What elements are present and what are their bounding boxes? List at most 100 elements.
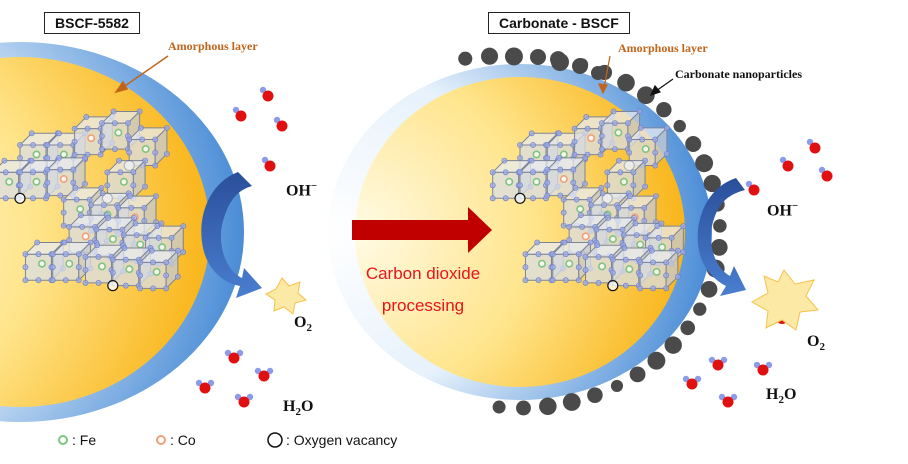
lattice-oxygen-dot bbox=[94, 242, 101, 249]
lattice-oxygen-dot bbox=[595, 254, 602, 260]
lattice-oxygen-dot bbox=[99, 190, 106, 197]
lattice-oxygen-dot bbox=[566, 223, 573, 230]
lattice-oxygen-dot bbox=[70, 179, 77, 186]
process-line-2: processing bbox=[381, 296, 465, 315]
b-site-dot bbox=[119, 177, 128, 186]
lattice-oxygen-dot bbox=[127, 193, 133, 199]
hydrogen-atom bbox=[236, 349, 244, 357]
lattice-oxygen-dot bbox=[109, 256, 116, 263]
lattice-oxygen-dot bbox=[556, 130, 562, 137]
b-site-dot bbox=[59, 175, 68, 184]
process-line-1: Carbon dioxide bbox=[365, 264, 481, 283]
lattice-oxygen-dot bbox=[642, 157, 648, 164]
lattice-oxygen-dot bbox=[141, 217, 148, 224]
b-site-dot bbox=[32, 150, 41, 159]
lattice-oxygen-dot bbox=[99, 133, 105, 140]
lattice-oxygen-dot bbox=[174, 273, 181, 280]
oxygen-atom bbox=[264, 160, 276, 172]
hydrogen-atom bbox=[730, 393, 738, 401]
lattice-oxygen-dot bbox=[587, 239, 594, 246]
lattice-oxygen-dot bbox=[650, 259, 657, 266]
lattice-oxygen-dot bbox=[28, 157, 35, 164]
hydrogen-atom bbox=[753, 361, 761, 369]
lattice-oxygen-dot bbox=[566, 236, 573, 243]
lattice-oxygen-dot bbox=[560, 196, 567, 203]
lattice-oxygen-dot bbox=[163, 150, 170, 157]
lattice-oxygen-dot bbox=[84, 125, 91, 132]
lattice-oxygen-dot bbox=[120, 232, 127, 238]
lattice-oxygen-dot bbox=[28, 130, 35, 137]
lattice-oxygen-dot bbox=[641, 217, 648, 224]
lattice-oxygen-dot bbox=[571, 125, 578, 132]
lattice-oxygen-dot bbox=[680, 249, 687, 256]
legend-co-label: : Co bbox=[170, 432, 196, 448]
hydrogen-atom bbox=[745, 180, 753, 188]
lattice-oxygen-dot bbox=[489, 169, 496, 176]
lattice-oxygen-dot bbox=[99, 146, 105, 153]
lattice-oxygen-dot bbox=[502, 169, 509, 176]
carbonate-particle bbox=[685, 135, 702, 153]
left-h2o-label: H2O bbox=[283, 398, 313, 418]
lattice-oxygen-dot bbox=[557, 142, 564, 148]
lattice-oxygen-dot bbox=[620, 232, 627, 238]
oxygen-atom bbox=[748, 184, 760, 196]
lattice-oxygen-dot bbox=[575, 251, 582, 258]
carbonate-particle bbox=[551, 53, 569, 71]
lattice-oxygen-dot bbox=[75, 264, 82, 271]
lattice-oxygen-dot bbox=[180, 249, 187, 256]
right-h2o-label: H2O bbox=[766, 386, 796, 406]
lattice-oxygen-dot bbox=[502, 195, 509, 202]
lattice-oxygen-dot bbox=[142, 234, 149, 241]
b-site-dot bbox=[114, 128, 123, 137]
lattice-oxygen-dot bbox=[517, 155, 523, 161]
oxygen-vacancy bbox=[514, 192, 526, 204]
lattice-oxygen-dot bbox=[152, 149, 159, 156]
lattice-oxygen-dot bbox=[605, 215, 612, 221]
oxygen-atom bbox=[262, 90, 274, 102]
lattice-cube-face bbox=[546, 169, 574, 197]
oxygen-vacancy bbox=[107, 280, 119, 292]
b-site-dot bbox=[76, 205, 85, 214]
lattice-oxygen-dot bbox=[122, 256, 129, 263]
right-o2-sub: 2 bbox=[819, 341, 825, 354]
lattice-oxygen-dot bbox=[137, 272, 144, 279]
lattice-oxygen-dot bbox=[131, 215, 138, 221]
lattice-oxygen-dot bbox=[82, 254, 89, 260]
left-o2-sub: 2 bbox=[306, 322, 312, 335]
lattice-oxygen-dot bbox=[153, 193, 159, 199]
lattice-oxygen-dot bbox=[132, 220, 139, 227]
right-o2-text: O bbox=[807, 333, 820, 350]
lattice-oxygen-dot bbox=[612, 146, 618, 153]
lattice-oxygen-dot bbox=[582, 154, 588, 161]
oxygen-vacancy bbox=[14, 192, 26, 204]
carbonate-particle bbox=[664, 336, 682, 354]
lattice-oxygen-dot bbox=[489, 182, 496, 189]
lattice-oxygen-dot bbox=[582, 254, 589, 260]
lattice-oxygen-dot bbox=[70, 166, 77, 173]
left-o2-star bbox=[265, 277, 308, 315]
hydrogen-atom bbox=[195, 379, 203, 387]
carbonate-particle bbox=[492, 400, 506, 414]
lattice-oxygen-dot bbox=[680, 223, 687, 230]
lattice-oxygen-dot bbox=[642, 183, 648, 190]
lattice-oxygen-dot bbox=[560, 222, 567, 229]
lattice-oxygen-dot bbox=[655, 234, 662, 241]
lattice-oxygen-dot bbox=[588, 202, 594, 208]
lattice-oxygen-dot bbox=[98, 184, 105, 191]
amorphous-pointer-right bbox=[598, 55, 611, 95]
hydrogen-atom bbox=[708, 356, 716, 364]
carbonate-particle bbox=[713, 219, 727, 233]
b-site-dot bbox=[652, 267, 661, 276]
lattice-oxygen-dot bbox=[560, 209, 567, 216]
lattice-oxygen-dot bbox=[88, 202, 94, 208]
lattice-oxygen-dot bbox=[56, 154, 62, 161]
lattice-oxygen-dot bbox=[133, 232, 140, 238]
lattice-oxygen-dot bbox=[35, 277, 42, 284]
lattice-oxygen-dot bbox=[637, 285, 644, 292]
lattice-oxygen-dot bbox=[49, 264, 56, 271]
lattice-cube-face bbox=[24, 253, 52, 281]
lattice-oxygen-dot bbox=[30, 195, 36, 202]
b-site-dot bbox=[559, 175, 568, 184]
lattice-oxygen-dot bbox=[155, 234, 162, 241]
hydrogen-atom bbox=[694, 375, 702, 383]
